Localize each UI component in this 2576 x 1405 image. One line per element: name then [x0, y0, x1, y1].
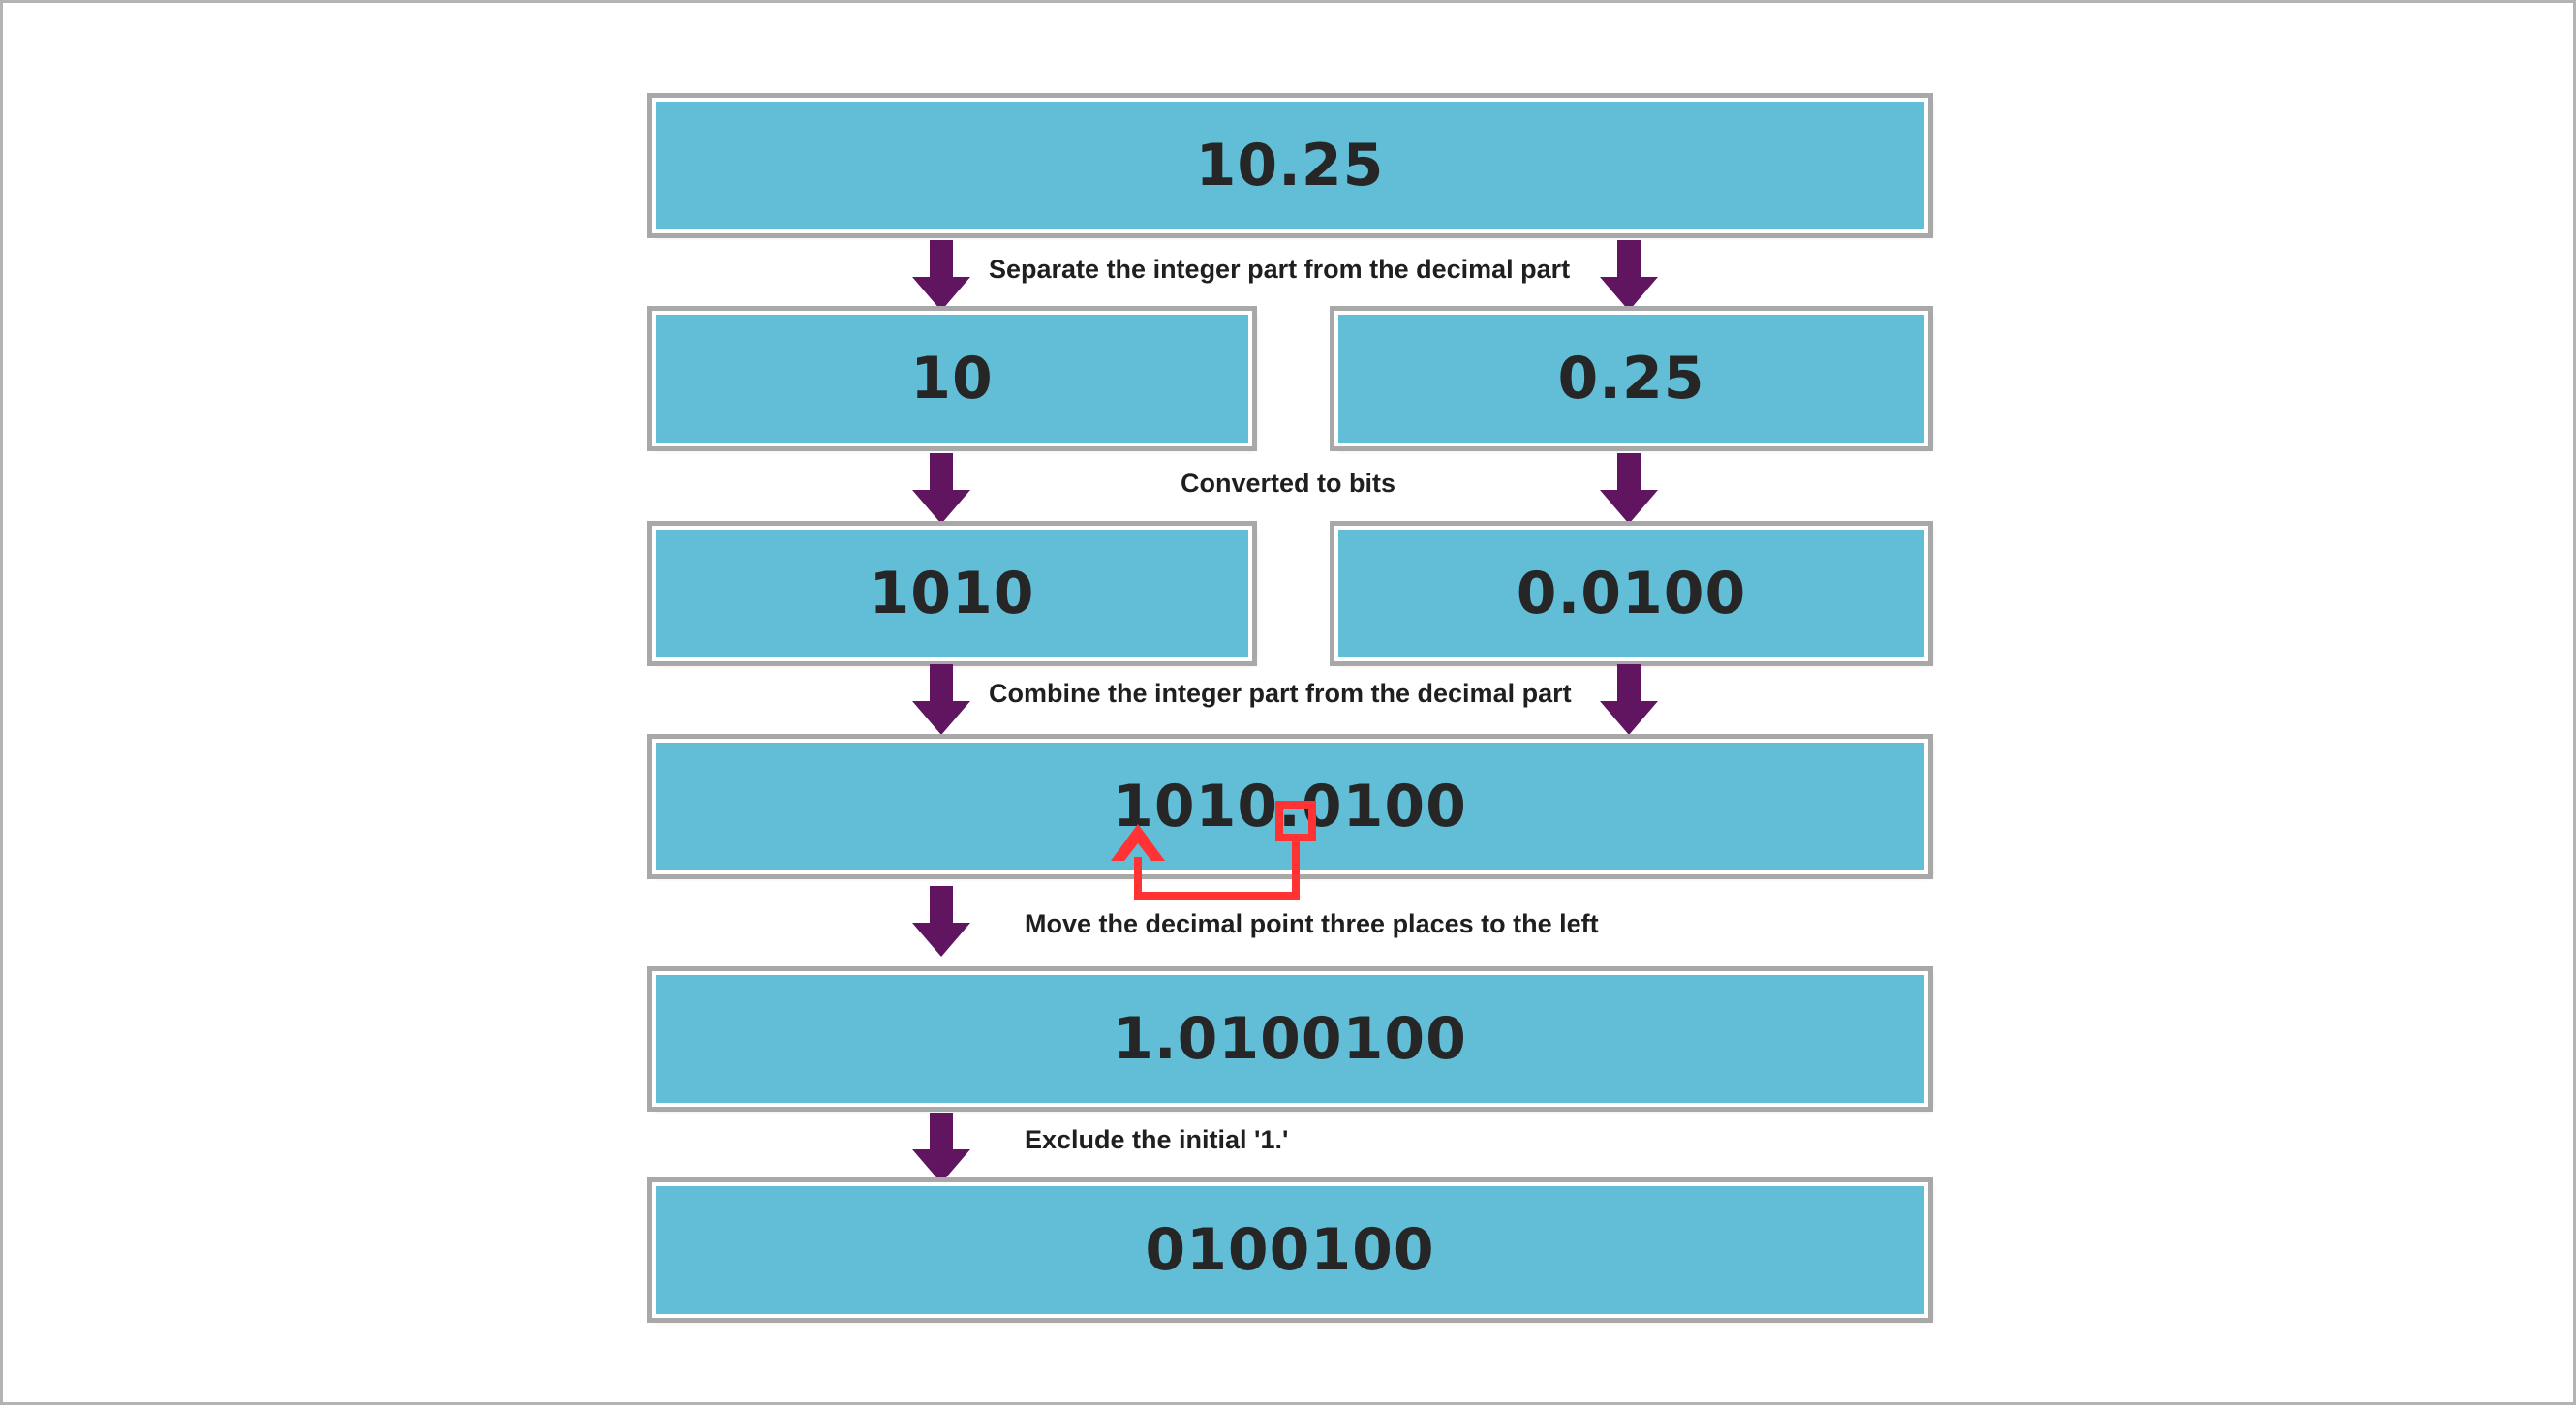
- node-integer-bits-text: 1010: [869, 560, 1035, 627]
- node-original-value-text: 10.25: [1195, 132, 1385, 199]
- arrow-combine-right: [1599, 664, 1659, 736]
- node-integer-bits: 1010: [647, 521, 1257, 666]
- node-integer-part: 10: [647, 306, 1257, 451]
- node-combined-bits: 1010.0100: [647, 734, 1933, 879]
- node-mantissa-bits: 0100100: [647, 1177, 1933, 1323]
- step-label-shift: Move the decimal point three places to t…: [1025, 909, 1599, 938]
- node-combined-bits-text: 1010.0100: [1113, 773, 1467, 840]
- node-fraction-part-text: 0.25: [1557, 345, 1705, 412]
- arrow-exclude-leading-one: [911, 1113, 971, 1184]
- arrow-combine-left: [911, 664, 971, 736]
- step-label-combine: Combine the integer part from the decima…: [989, 679, 1572, 708]
- node-normalized-bits: 1.0100100: [647, 966, 1933, 1112]
- node-mantissa-bits-text: 0100100: [1145, 1216, 1435, 1284]
- arrow-convert-left: [911, 453, 971, 525]
- node-integer-part-text: 10: [910, 345, 994, 412]
- step-label-exclude: Exclude the initial '1.': [1025, 1125, 1289, 1154]
- arrow-separate-left: [911, 240, 971, 312]
- node-normalized-bits-text: 1.0100100: [1113, 1005, 1467, 1073]
- node-original-value: 10.25: [647, 93, 1933, 238]
- arrow-shift-decimal: [911, 886, 971, 958]
- node-fraction-bits: 0.0100: [1330, 521, 1933, 666]
- step-label-convert: Converted to bits: [1181, 469, 1396, 498]
- node-fraction-bits-text: 0.0100: [1516, 560, 1747, 627]
- arrow-separate-right: [1599, 240, 1659, 312]
- node-fraction-part: 0.25: [1330, 306, 1933, 451]
- step-label-separate: Separate the integer part from the decim…: [989, 255, 1571, 284]
- arrow-convert-right: [1599, 453, 1659, 525]
